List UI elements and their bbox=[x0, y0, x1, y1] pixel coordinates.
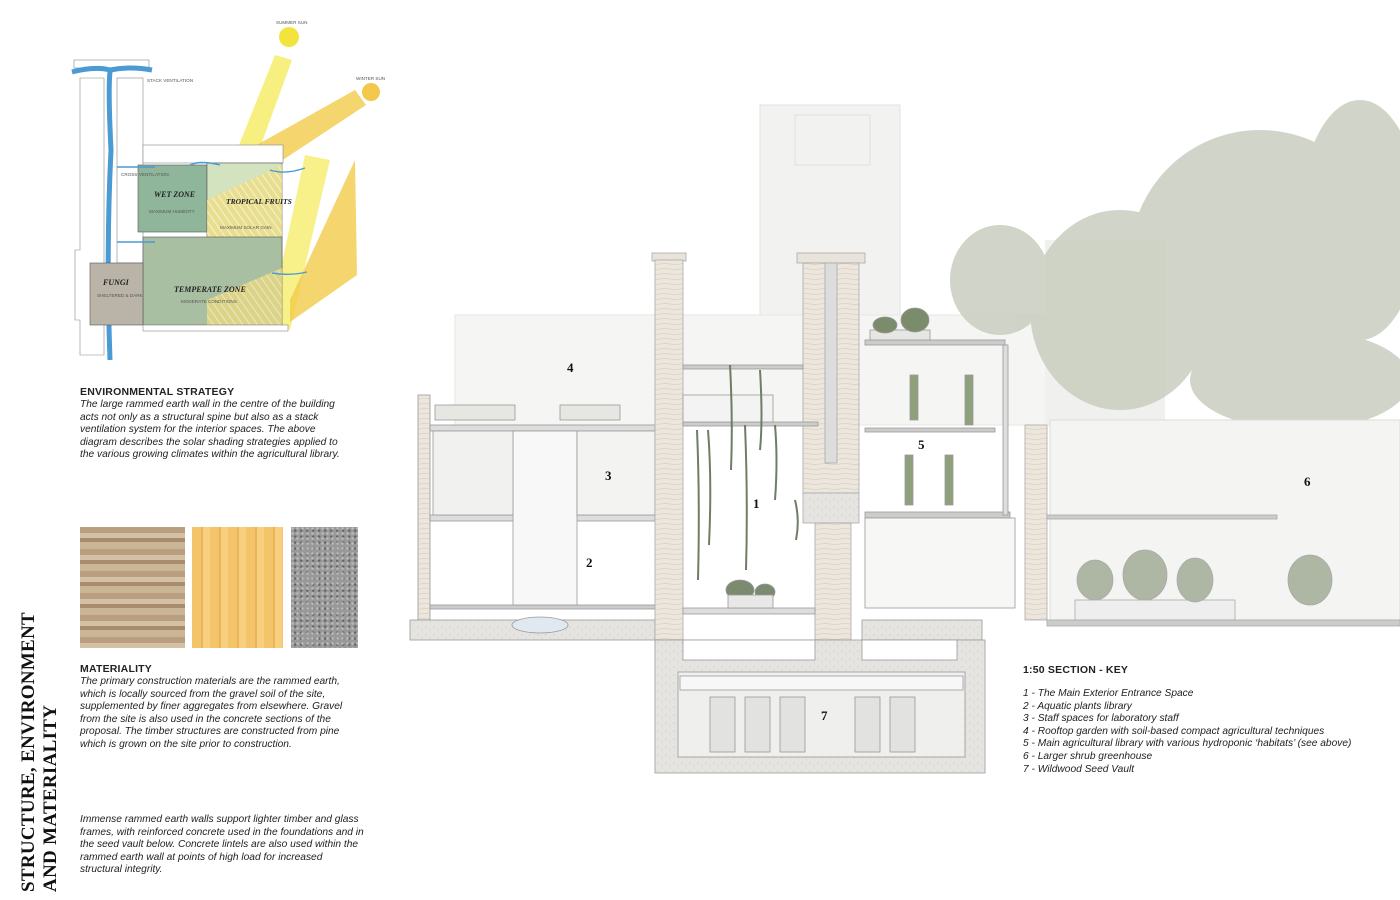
library-block bbox=[861, 307, 1016, 641]
section-label-6: 6 bbox=[1304, 474, 1311, 489]
section-key: 1:50 SECTION - KEY 1 - The Main Exterior… bbox=[1023, 664, 1363, 776]
section-label-4: 4 bbox=[567, 360, 574, 375]
fungi-zone-note: SHELTERED & DARK bbox=[97, 293, 144, 298]
winter-sun-label: WINTER SUN bbox=[356, 76, 385, 81]
structure-note-body: Immense rammed earth walls support light… bbox=[80, 814, 364, 876]
page-title-line-1: STRUCTURE, ENVIRONMENT bbox=[18, 611, 39, 892]
stack-wall bbox=[73, 59, 284, 356]
temperate-zone-note: MODERATE CONDITIONS bbox=[181, 299, 237, 304]
temperate-zone-label: TEMPERATE ZONE bbox=[174, 285, 246, 294]
section-label-3: 3 bbox=[605, 468, 612, 483]
environmental-body: The large rammed earth wall in the centr… bbox=[80, 399, 340, 461]
fungi-zone-label: FUNGI bbox=[102, 278, 130, 287]
summer-sun-label: SUMMER SUN bbox=[276, 20, 307, 25]
page-title: STRUCTURE, ENVIRONMENT AND MATERIALITY bbox=[18, 602, 62, 892]
wet-zone-note: MAXIMUM HUMIDITY bbox=[149, 209, 195, 214]
wet-zone-label: WET ZONE bbox=[154, 190, 195, 199]
key-item: 4 - Rooftop garden with soil-based compa… bbox=[1023, 725, 1325, 737]
section-label-5: 5 bbox=[918, 437, 925, 452]
summer-sun-icon bbox=[279, 27, 299, 47]
seed-vault bbox=[654, 639, 986, 774]
atrium bbox=[682, 364, 819, 615]
materiality: MATERIALITY The primary construction mat… bbox=[80, 663, 355, 752]
tree-silhouette bbox=[950, 100, 1400, 430]
key-item: 3 - Staff spaces for laboratory staff bbox=[1023, 713, 1179, 725]
key-item: 5 - Main agricultural library with vario… bbox=[1023, 738, 1352, 750]
tropical-zone-label: TROPICAL FRUITS bbox=[226, 197, 292, 206]
winter-sun-icon bbox=[362, 83, 380, 101]
key-item: 6 - Larger shrub greenhouse bbox=[1023, 750, 1153, 762]
page-title-line-2: AND MATERIALITY bbox=[40, 704, 61, 892]
rammed-earth-walls bbox=[651, 252, 866, 641]
wet-zone bbox=[137, 164, 208, 233]
cross-ventilation-label: CROSS-VENTILATION bbox=[121, 172, 169, 177]
low-sun-ray-2 bbox=[290, 160, 357, 322]
concrete-swatch bbox=[291, 527, 358, 648]
low-sun-ray bbox=[270, 155, 330, 330]
left-building bbox=[409, 394, 656, 641]
materiality-heading: MATERIALITY bbox=[80, 663, 152, 675]
section-key-heading: 1:50 SECTION - KEY bbox=[1023, 664, 1129, 676]
key-item: 7 - Wildwood Seed Vault bbox=[1023, 763, 1135, 775]
cross-ventilation-arrows bbox=[117, 161, 308, 275]
structure-note: Immense rammed earth walls support light… bbox=[80, 814, 365, 877]
environmental-heading: ENVIRONMENTAL STRATEGY bbox=[80, 386, 235, 398]
background-context bbox=[454, 100, 1400, 621]
section-label-1: 1 bbox=[753, 496, 760, 511]
environmental-strategy: ENVIRONMENTAL STRATEGY The large rammed … bbox=[80, 386, 350, 462]
stack-ventilation-label: STACK VENTILATION bbox=[147, 78, 193, 83]
key-item: 2 - Aquatic plants library bbox=[1023, 700, 1132, 712]
rammed-earth-swatch bbox=[80, 527, 185, 648]
materiality-body: The primary construction materials are t… bbox=[80, 676, 343, 750]
key-item: 1 - The Main Exterior Entrance Space bbox=[1023, 688, 1194, 699]
tropical-zone-note: MAXIMUM SOLAR GAIN bbox=[220, 225, 272, 230]
fungi-zone bbox=[89, 262, 144, 326]
greenhouse bbox=[1024, 424, 1400, 627]
section-label-7: 7 bbox=[821, 708, 828, 723]
section-label-2: 2 bbox=[586, 555, 593, 570]
pine-timber-swatch bbox=[192, 527, 283, 648]
